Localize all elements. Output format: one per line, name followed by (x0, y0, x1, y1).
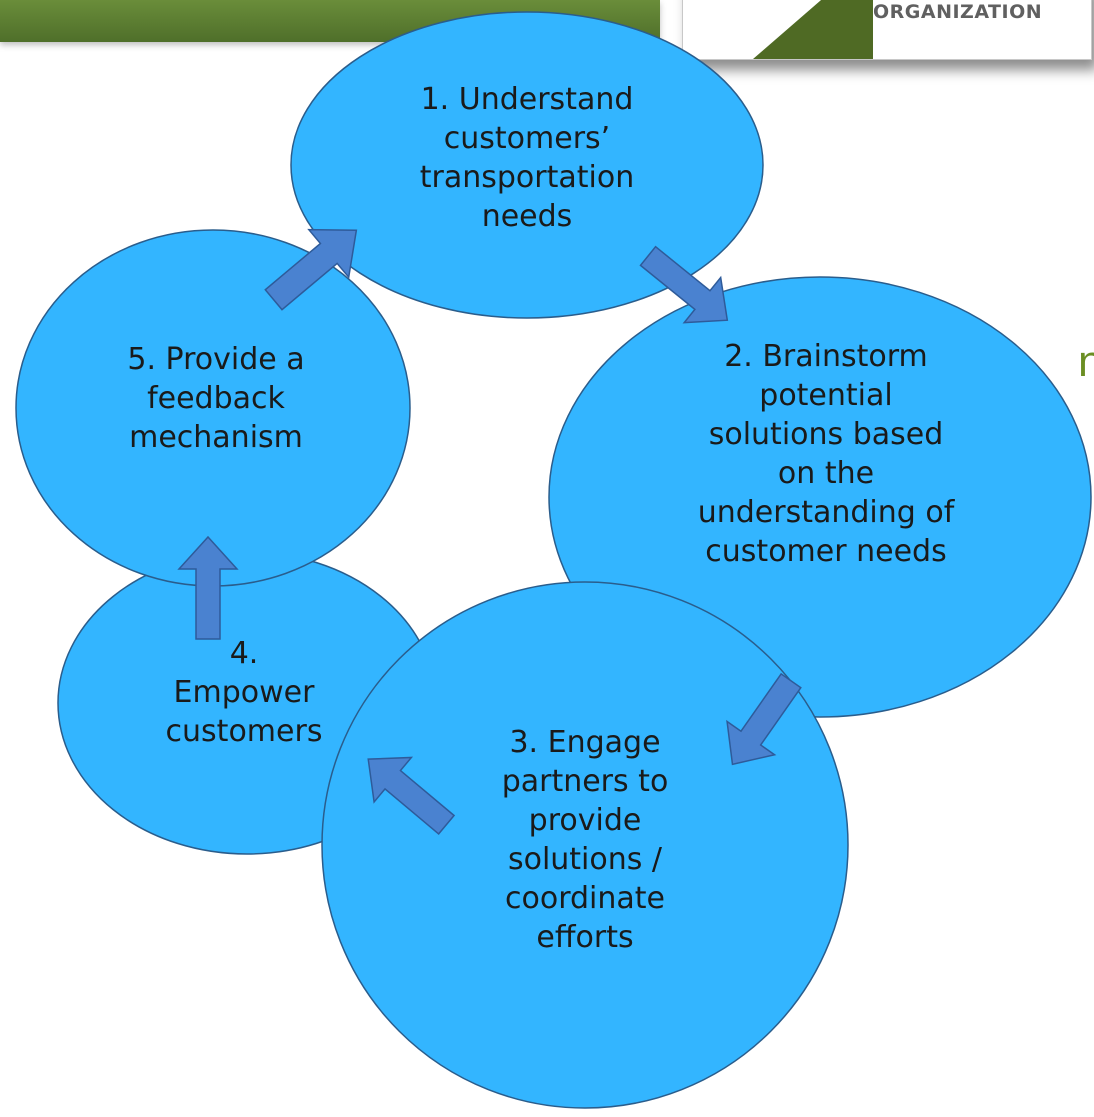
step-5-label: 5. Provide a feedback mechanism (127, 342, 305, 455)
step-1-label: 1. Understand customers’ transportation … (419, 82, 635, 234)
arrow-1-to-2 (639, 245, 729, 324)
arrow-2-to-3 (726, 672, 802, 766)
arrow-3-to-4 (367, 756, 456, 835)
organization-logo: ORGANIZATION (682, 0, 1092, 60)
step-1-ellipse (290, 11, 764, 319)
logo-mark-icon (753, 0, 873, 59)
step-3-ellipse (321, 581, 849, 1109)
partial-title-text: n (1078, 340, 1094, 386)
step-3-label: 3. Engage partners to provide solutions … (501, 725, 669, 955)
step-2-label: 2. Brainstorm potential solutions based … (697, 339, 955, 569)
step-4-label: 4. Empower customers (165, 636, 323, 749)
arrow-5-to-1 (264, 228, 358, 311)
arrow-4-to-5 (177, 535, 239, 640)
logo-text: ORGANIZATION (873, 1, 1043, 23)
